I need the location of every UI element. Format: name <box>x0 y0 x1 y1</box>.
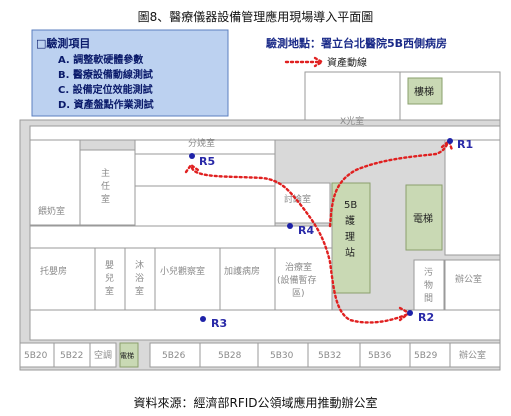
room-label-5b26: 5B26 <box>162 351 186 361</box>
nursing-station-line3: 理 <box>345 231 355 243</box>
room-label-treatment-2: (設備暫存 <box>277 274 317 286</box>
reader-r3-dot <box>200 316 206 322</box>
nursing-station <box>331 182 371 294</box>
room-enhanced <box>219 247 276 311</box>
room-office-bottom <box>449 342 501 368</box>
room-label-bath-1: 沐 <box>135 259 144 271</box>
room-label-treatment-3: 區) <box>292 288 305 299</box>
room-5b32 <box>307 342 361 368</box>
nursing-station-line4: 站 <box>345 246 355 259</box>
room-label-director-3: 室 <box>101 193 110 205</box>
room-5b26 <box>149 342 201 368</box>
room-director <box>79 149 136 226</box>
room-label-baby-2: 兒 <box>105 272 114 284</box>
reader-r4-dot <box>287 223 293 229</box>
route-legend-label: 資產動線 <box>327 56 367 69</box>
room-center-block <box>134 185 276 227</box>
room-5b28 <box>199 342 259 368</box>
room-label-storage-1: 污 <box>424 266 433 278</box>
reader-r2-dot <box>407 310 413 316</box>
room-label-discussion: 討論室 <box>284 193 311 205</box>
corridor-north <box>29 125 501 141</box>
room-label-office: 辦公室 <box>455 273 482 285</box>
test-items-legend-box <box>31 29 229 117</box>
room-baby <box>94 247 126 311</box>
room-label-5b30: 5B30 <box>270 351 294 361</box>
reader-r1-label: R1 <box>457 138 473 151</box>
room-label-ac: 空調 <box>94 349 112 361</box>
room-label-treatment-1: 治療室 <box>285 261 312 273</box>
test-item-d: D. 資產盤點作業測試 <box>58 98 154 111</box>
nursing-station-line2: 護 <box>345 214 355 227</box>
room-label-5b29: 5B29 <box>414 351 438 361</box>
room-discussion <box>274 182 331 224</box>
room-label-baby-3: 室 <box>105 285 114 297</box>
room-label-bath-3: 室 <box>135 285 144 297</box>
test-items-legend: □驗測項目 A. 調整軟硬體參數 B. 醫療設備動線測試 C. 設備定位效能測試… <box>31 29 229 117</box>
room-pediatric <box>154 247 221 311</box>
room-office <box>444 259 501 311</box>
elevator <box>405 184 443 251</box>
corridor-middle <box>29 225 333 249</box>
room-xray <box>304 71 401 121</box>
room-label-storage-3: 間 <box>424 293 433 304</box>
reader-r1-dot <box>447 138 453 144</box>
room-treatment <box>274 247 333 311</box>
asset-route-arrow-r5 <box>184 163 200 174</box>
elevator-label: 電梯 <box>413 212 433 225</box>
room-5b36 <box>359 342 411 368</box>
test-site-label: 驗測地點：署立台北醫院5B西側病房 <box>266 36 447 50</box>
figure-caption: 圖8、醫療儀器設備管理應用現場導入平面圖 <box>137 10 374 24</box>
room-5b22 <box>53 342 91 368</box>
room-storage <box>413 259 445 311</box>
test-item-c: C. 設備定位效能測試 <box>58 83 153 96</box>
reader-r2-label: R2 <box>418 311 434 324</box>
test-item-a: A. 調整軟硬體參數 <box>58 53 143 66</box>
room-label-nursery: 托嬰房 <box>40 265 67 277</box>
room-label-office-bottom: 辦公室 <box>459 349 486 361</box>
reader-r3-label: R3 <box>211 317 227 330</box>
room-label-enhanced: 加護病房 <box>224 265 260 277</box>
room-elevator-bottom <box>119 342 139 368</box>
reader-r5-dot <box>189 153 195 159</box>
room-label-pediatric: 小兒觀察室 <box>160 265 205 277</box>
room-label-elevator-bottom: 電梯 <box>120 351 134 360</box>
room-label-lounge: 餵奶室 <box>38 205 65 217</box>
room-label-triage: 分娩室 <box>188 137 215 149</box>
room-label-director-2: 任 <box>101 180 110 192</box>
room-left-top <box>29 139 81 226</box>
room-label-xray: X光室 <box>340 115 364 127</box>
room-label-5b22: 5B22 <box>60 351 83 361</box>
room-5b29 <box>409 342 451 368</box>
reader-r4-label: R4 <box>298 224 314 237</box>
room-label-5b20: 5B20 <box>24 351 48 361</box>
room-label-storage-2: 物 <box>424 279 433 291</box>
room-label-bath-2: 浴 <box>135 273 144 284</box>
asset-route-branch <box>328 140 450 228</box>
nursing-station-line1: 5B <box>344 200 357 211</box>
route-legend-arrow <box>313 56 325 68</box>
test-items-title: □驗測項目 <box>36 36 90 50</box>
room-label-5b36: 5B36 <box>368 351 392 361</box>
stairs-label: 樓梯 <box>414 85 434 98</box>
stairs <box>407 77 443 105</box>
bottom-room-row: 5B20 5B22 空調 電梯 5B26 5B28 5B30 5B32 5B36… <box>19 342 501 368</box>
room-nursery <box>29 247 96 311</box>
room-ac <box>89 342 117 368</box>
room-label-5b32: 5B32 <box>318 351 341 361</box>
room-label-director: 主 <box>101 167 110 179</box>
corridor-south <box>29 309 501 341</box>
reader-r5-label: R5 <box>199 155 215 168</box>
asset-route <box>190 166 410 324</box>
room-label-5b28: 5B28 <box>218 351 242 361</box>
room-right-column <box>444 139 501 256</box>
room-label-baby-1: 嬰 <box>105 260 114 271</box>
test-item-b: B. 醫療設備動線測試 <box>58 68 153 81</box>
figure-source: 資料來源：經濟部RFID公領域應用推動辦公室 <box>133 396 378 410</box>
